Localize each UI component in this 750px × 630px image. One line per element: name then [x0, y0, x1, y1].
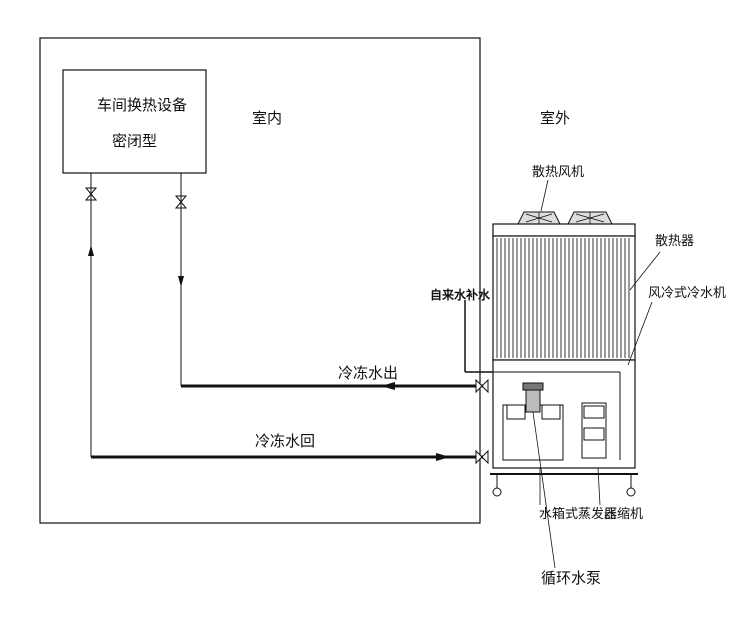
valve-return-chiller — [475, 449, 489, 465]
radiator-label: 散热器 — [655, 234, 694, 249]
circulation-pump-label: 循环水泵 — [541, 569, 601, 587]
air-cooled-chiller-leader — [627, 301, 653, 366]
return-arrow-up — [88, 245, 94, 256]
tank-evaporator-top2 — [541, 404, 561, 420]
chilled-water-out-label: 冷冻水出 — [338, 364, 398, 382]
chilled-water-out-arrow — [381, 382, 395, 390]
chilled-water-return-label: 冷冻水回 — [255, 432, 315, 450]
cooling-fan-left — [517, 211, 561, 225]
cooling-fan-label: 散热风机 — [532, 165, 584, 180]
radiator-fins — [496, 238, 630, 358]
air-cooled-chiller-label: 风冷式冷水机 — [648, 286, 726, 301]
workshop-equipment-label-line1: 车间换热设备 — [97, 96, 187, 114]
tap-water-label: 自来水补水 — [430, 287, 491, 302]
radiator-leader — [629, 251, 661, 291]
indoor-label: 室内 — [252, 109, 282, 127]
valve-left — [84, 187, 98, 201]
radiator-panel — [492, 235, 636, 361]
chiller-top-cap — [492, 223, 636, 237]
circulation-pump-leader — [532, 411, 556, 569]
circulation-pump-body — [525, 387, 541, 413]
compressor-top — [583, 405, 605, 419]
supply-arrow-down — [178, 276, 184, 287]
indoor-room-boundary — [39, 37, 481, 524]
wheel-right — [626, 487, 636, 497]
chilled-water-return-arrow — [436, 453, 450, 461]
valve-out-chiller — [475, 378, 489, 394]
tank-evaporator-label: 水箱式蒸发器 — [539, 506, 617, 522]
valve-right — [174, 195, 188, 209]
compressor-leader — [597, 467, 601, 506]
cooling-fan-right — [567, 211, 613, 225]
compressor-mid — [583, 427, 605, 441]
circulation-pump-cap — [522, 382, 544, 391]
outdoor-label: 室外 — [540, 109, 570, 127]
cooling-fan-leader — [540, 179, 549, 212]
tank-evaporator-top — [506, 404, 526, 420]
workshop-equipment-box — [62, 69, 207, 174]
wheel-left — [492, 487, 502, 497]
compressor-label: 压缩机 — [604, 506, 643, 522]
workshop-equipment-label-line2: 密闭型 — [112, 132, 157, 150]
